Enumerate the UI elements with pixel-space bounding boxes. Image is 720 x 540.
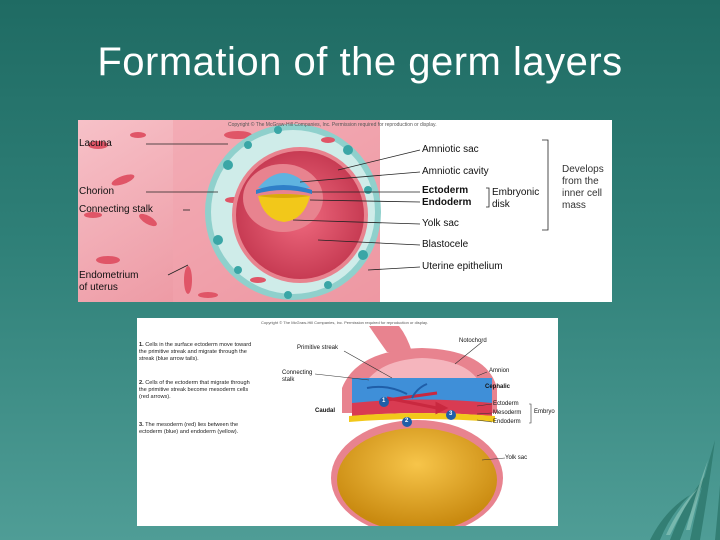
step-1: 1. Cells in the surface ectoderm move to… <box>139 342 259 363</box>
step-number: 3. <box>139 422 144 428</box>
label-develops: Develops <box>562 164 604 175</box>
label-endoderm: Endoderm <box>422 197 472 208</box>
label-endometrium: Endometrium <box>79 270 139 281</box>
step-text: The mesoderm (red) lies between the ecto… <box>139 422 239 435</box>
label-connecting: Connecting <box>282 370 313 376</box>
label-of-uterus: of uterus <box>79 282 118 293</box>
label-embryo: Embryo <box>534 409 555 415</box>
step-number: 1. <box>139 342 144 348</box>
label-disk: disk <box>492 199 510 210</box>
marker-1: 1 <box>382 398 386 404</box>
label-endoderm-bottom: Endoderm <box>493 419 521 425</box>
label-ectoderm-bottom: Ectoderm <box>493 401 519 407</box>
embryo-implantation-figure: Copyright © The McGraw-Hill Companies, I… <box>78 120 612 302</box>
label-primitive-streak: Primitive streak <box>297 345 339 351</box>
marker-3: 3 <box>449 411 453 417</box>
gastrulation-diagram <box>314 326 532 526</box>
label-amnion: Amnion <box>489 368 510 374</box>
label-mass: mass <box>562 200 586 211</box>
label-lacuna: Lacuna <box>79 138 112 149</box>
label-ectoderm: Ectoderm <box>422 185 469 196</box>
label-blastocele: Blastocele <box>422 239 469 250</box>
label-uterine-epithelium: Uterine epithelium <box>422 261 503 272</box>
step-2: 2. Cells of the ectoderm that migrate th… <box>139 380 259 401</box>
implantation-diagram <box>78 120 549 302</box>
step-3: 3. The mesoderm (red) lies between the e… <box>139 422 259 436</box>
label-caudal: Caudal <box>315 408 336 414</box>
label-yolk-sac: Yolk sac <box>422 218 459 229</box>
label-from-the: from the <box>562 176 599 187</box>
marker-2: 2 <box>405 418 409 424</box>
copyright-notice-bottom: Copyright © The McGraw-Hill Companies, I… <box>261 320 428 325</box>
step-number: 2. <box>139 380 144 386</box>
slide-title: Formation of the germ layers <box>97 40 623 84</box>
step-text: Cells of the ectoderm that migrate throu… <box>139 380 250 400</box>
label-mesoderm: Mesoderm <box>493 410 522 416</box>
label-inner-cell: inner cell <box>562 188 603 199</box>
decorative-leaves <box>650 440 720 540</box>
label-amniotic-cavity: Amniotic cavity <box>422 166 489 177</box>
copyright-notice: Copyright © The McGraw-Hill Companies, I… <box>228 122 437 128</box>
label-notochord: Notochord <box>459 338 487 344</box>
label-chorion: Chorion <box>79 186 115 197</box>
label-yolk-sac-bottom: Yolk sac <box>505 455 528 461</box>
label-embryonic: Embryonic <box>492 187 540 198</box>
label-stalk: stalk <box>282 377 295 383</box>
step-text: Cells in the surface ectoderm move towar… <box>139 342 252 362</box>
gastrulation-figure: 1 2 3 Copyright © The McGraw-Hill Compan… <box>137 318 558 526</box>
label-connecting-stalk: Connecting stalk <box>79 204 153 215</box>
label-cephalic: Cephalic <box>485 384 511 390</box>
label-amniotic-sac: Amniotic sac <box>422 144 479 155</box>
